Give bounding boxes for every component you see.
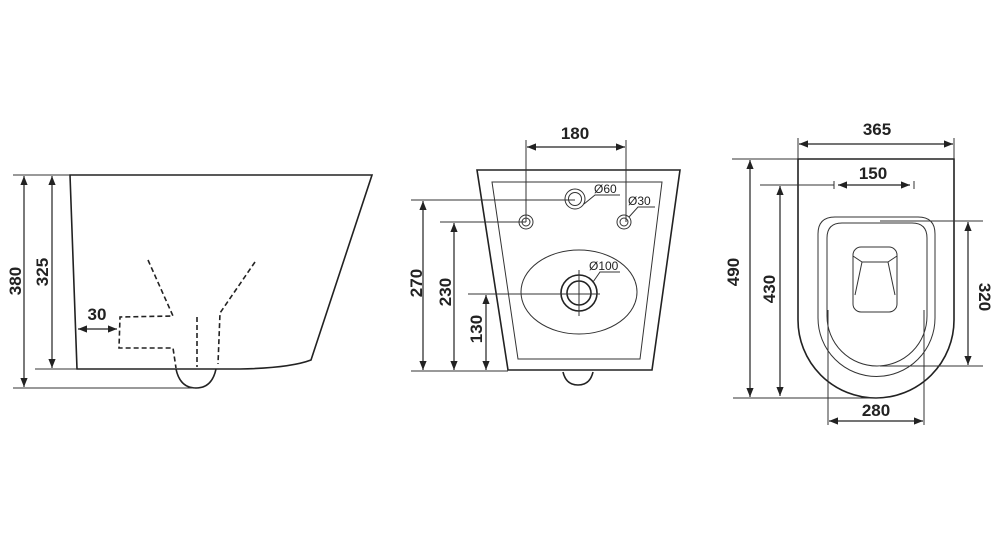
dim-label-380: 380	[6, 267, 25, 295]
side-outlet-curve	[175, 368, 217, 389]
dim-label-270: 270	[407, 269, 426, 297]
top-outer-outline	[797, 158, 955, 399]
side-body-outline	[69, 174, 374, 370]
rear-view: Ø60 Ø30 Ø100 180 270 230 130	[407, 124, 681, 386]
flush-rim-detail	[852, 255, 898, 296]
dim-label-280: 280	[862, 401, 890, 420]
side-trap-right	[217, 261, 256, 365]
bolt-hole-right-inner	[619, 217, 629, 227]
rear-inner-outline	[491, 181, 663, 360]
top-view: 365 150 490 430 320 280	[724, 120, 994, 425]
dim-label-320: 320	[975, 283, 994, 311]
label-bolt-diameter: Ø30	[628, 194, 651, 208]
dim-label-180: 180	[561, 124, 589, 143]
seat-inner-outline	[826, 222, 928, 367]
dim-label-430: 430	[760, 275, 779, 303]
dim-label-230: 230	[436, 278, 455, 306]
seat-outer-outline	[817, 216, 936, 377]
hinge-marks	[833, 181, 915, 189]
dim-label-30: 30	[88, 305, 107, 324]
dim-label-130: 130	[467, 315, 486, 343]
bowl-recess	[520, 249, 638, 335]
inlet-hole-outer	[564, 188, 586, 210]
leader-line	[628, 206, 655, 218]
side-view: 380 325 30	[6, 174, 374, 389]
leader-line	[583, 194, 620, 205]
label-outlet-diameter: Ø100	[589, 259, 619, 273]
label-inlet-diameter: Ø60	[594, 182, 617, 196]
flush-rim-opening	[852, 246, 898, 313]
rear-outer-outline	[476, 169, 681, 371]
inlet-hole-inner	[568, 192, 582, 206]
dim-label-365: 365	[863, 120, 891, 139]
dim-label-490: 490	[724, 258, 743, 286]
leader-line	[592, 271, 620, 283]
dim-label-150: 150	[859, 164, 887, 183]
rear-outlet-curve	[562, 371, 594, 386]
side-trap-left	[118, 259, 177, 369]
dim-label-325: 325	[33, 258, 52, 286]
bolt-hole-right	[616, 214, 632, 230]
